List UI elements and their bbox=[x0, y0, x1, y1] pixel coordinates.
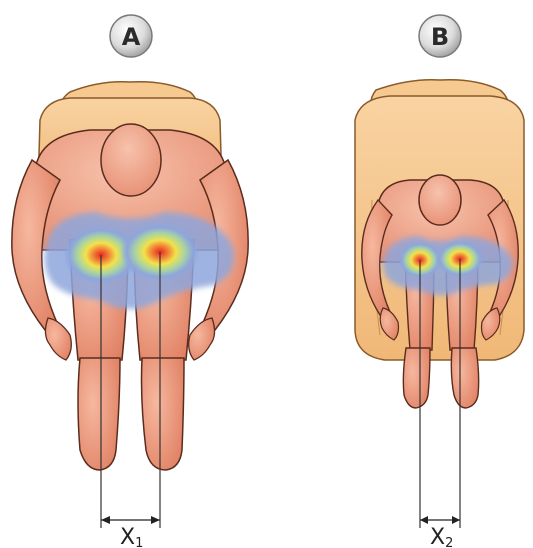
dimension-x2: X2 bbox=[430, 525, 453, 548]
badge-b-label: B bbox=[431, 23, 449, 51]
badge-b: B bbox=[419, 15, 461, 57]
badge-a: A bbox=[110, 15, 152, 57]
dimension-x1: X1 bbox=[120, 525, 143, 548]
panel-b: B bbox=[355, 15, 524, 548]
panel-a: A bbox=[12, 15, 248, 548]
badge-a-label: A bbox=[122, 23, 141, 51]
pressure-map-a bbox=[44, 212, 233, 309]
